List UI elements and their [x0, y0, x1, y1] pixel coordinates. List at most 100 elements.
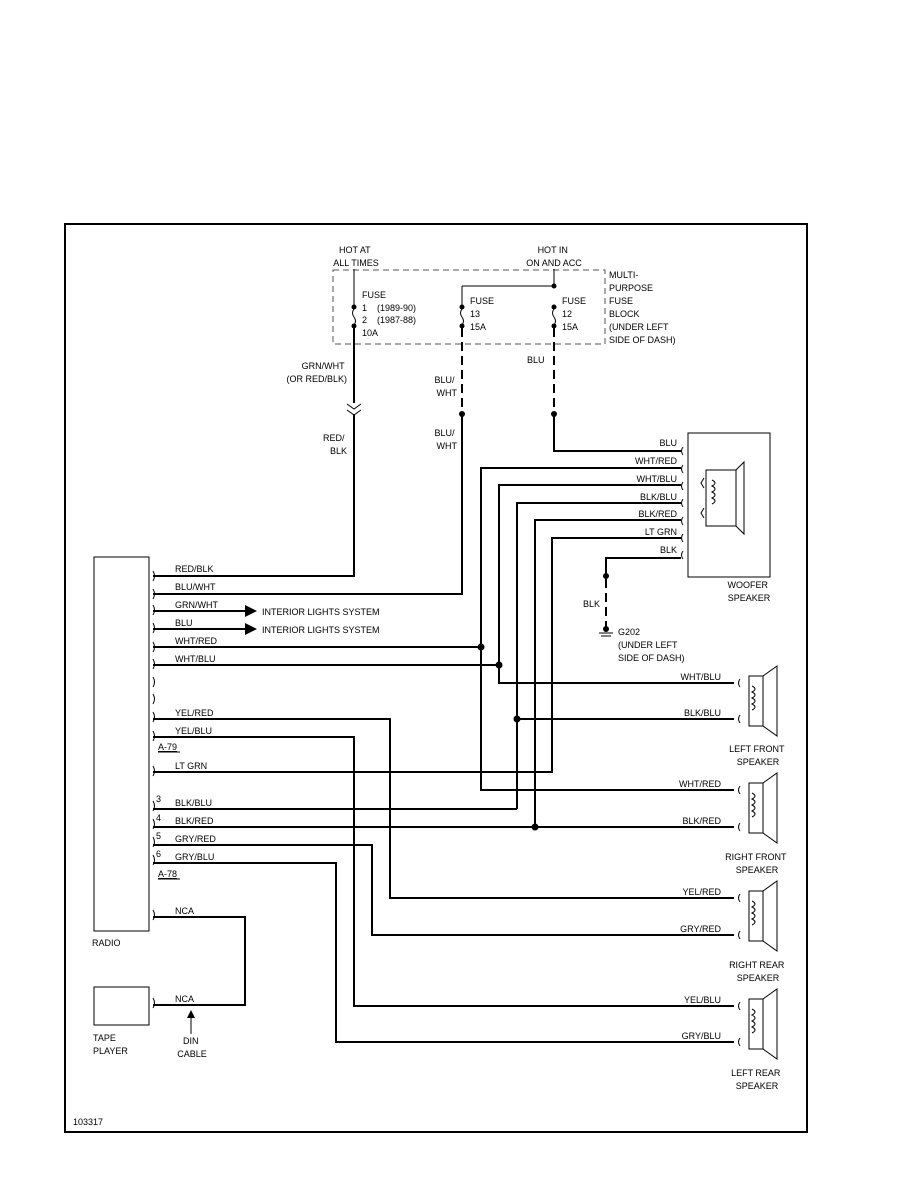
left-rear-speaker-icon: [738, 988, 778, 1060]
radio-pin-yel-red: YEL/RED: [175, 708, 214, 718]
radio-pin-yel-blu: YEL/BLU: [175, 726, 212, 736]
connector-a79: A-79: [158, 742, 177, 752]
wire-blu-wht: [153, 416, 463, 595]
fuse-a-symbol: [351, 304, 357, 329]
woofer-wire-label-blk-blu: BLK/BLU: [640, 492, 677, 502]
interior-lights-label-2: INTERIOR LIGHTS SYSTEM: [262, 625, 380, 635]
wire-wht-blu-woofer: [498, 484, 734, 684]
splice-blu-wht: [459, 411, 465, 417]
wire-wht-red-woofer: [480, 467, 734, 791]
wire-label-red-blk: RED/ BLK: [323, 433, 347, 456]
splice-wht-blu: [495, 661, 503, 669]
ground-label: G202 (UNDER LEFT SIDE OF DASH): [618, 627, 685, 663]
fuse-b-label: FUSE 13 15A: [470, 296, 497, 332]
lr-wire-label-2: GRY/BLU: [682, 1031, 721, 1041]
splice-blk-blu: [513, 715, 521, 723]
woofer-box: [687, 432, 771, 578]
connector-symbol: [346, 403, 362, 416]
fuse-block-outline: [332, 269, 606, 345]
wire-nca: [153, 916, 246, 1006]
splice-wht-red: [477, 643, 485, 651]
wire-lt-grn: [153, 537, 681, 773]
woofer-wire-label-wht-blu: WHT/BLU: [637, 474, 678, 484]
ground-icon: [599, 626, 613, 637]
woofer-terminals: [681, 446, 684, 560]
lr-wire-label-1: YEL/BLU: [684, 995, 721, 1005]
wire-label-blk-ground: BLK: [583, 599, 600, 609]
wire-label-blu-fuse: BLU: [527, 355, 545, 365]
radio-pin-lt-grn: LT GRN: [175, 761, 207, 771]
wire-label-grn-wht: GRN/WHT (OR RED/BLK): [286, 361, 347, 384]
rf-wire-label-1: WHT/RED: [679, 779, 721, 789]
wire-blk-red-woofer: [534, 519, 681, 827]
woofer-label: WOOFER SPEAKER: [727, 580, 770, 603]
wire-yel-red: [153, 718, 734, 899]
rr-wire-label-2: GRY/RED: [680, 924, 721, 934]
tape-player-label: TAPE PLAYER: [93, 1033, 128, 1056]
wire-blu-woofer: [553, 416, 681, 452]
splice-blk: [603, 573, 609, 579]
wire-label-blu-wht-2: BLU/ WHT: [434, 428, 457, 451]
radio-pin-red-blk: RED/BLK: [175, 564, 214, 574]
pin-number-5: 5: [156, 831, 161, 841]
diagram-frame: [64, 223, 808, 1133]
rr-wire-label-1: YEL/RED: [682, 887, 721, 897]
fuse-block-label: MULTI- PURPOSE FUSE BLOCK (UNDER LEFT SI…: [609, 270, 676, 345]
wire-label-blu-wht-1: BLU/ WHT: [434, 375, 457, 398]
wire-gry-red: [153, 844, 734, 936]
wire-blk-woofer: [605, 557, 681, 575]
pin-number-3: 3: [156, 794, 161, 804]
hot-in-on-acc-label: HOT IN ON AND ACC: [526, 245, 582, 268]
radio-pin-gry-red: GRY/RED: [175, 834, 216, 844]
fuse-c-symbol: [551, 304, 557, 329]
right-front-speaker-label: RIGHT FRONT SPEAKER: [725, 852, 789, 875]
arrow-icon: [245, 605, 257, 617]
radio-pin-wht-blu: WHT/BLU: [175, 654, 216, 664]
radio-pin-blk-red: BLK/RED: [175, 816, 214, 826]
radio-pin-blu-wht: BLU/WHT: [175, 582, 216, 592]
wire-blk-blu-woofer: [516, 502, 681, 809]
rf-wire-label-2: BLK/RED: [682, 816, 721, 826]
radio-pin-nca: NCA: [175, 906, 194, 916]
right-rear-speaker-label: RIGHT REAR SPEAKER: [729, 960, 787, 983]
splice-blu: [551, 411, 557, 417]
radio-pin-wht-red: WHT/RED: [175, 636, 217, 646]
right-front-speaker-icon: [738, 772, 778, 844]
woofer-wire-label-blu: BLU: [659, 438, 677, 448]
woofer-speaker-icon: [700, 460, 745, 536]
radio-pin-blk-blu: BLK/BLU: [175, 798, 212, 808]
woofer-wire-label-lt-grn: LT GRN: [645, 527, 677, 537]
splice-blk-red: [531, 823, 539, 831]
tape-player-box: [93, 986, 150, 1026]
pin-number-6: 6: [156, 849, 161, 859]
woofer-wire-label-blk-red: BLK/RED: [638, 509, 677, 519]
arrow-up-icon: [187, 1010, 195, 1018]
fuse-a-label: FUSE 1 (1989-90) 2 (1987-88) 10A: [362, 290, 419, 338]
figure-id: 103317: [73, 1117, 103, 1127]
arrow-icon: [245, 623, 257, 635]
wire-gry-blu: [153, 862, 734, 1043]
interior-lights-label-1: INTERIOR LIGHTS SYSTEM: [262, 607, 380, 617]
connector-a78: A-78: [158, 869, 177, 879]
radio-pin-grn-wht: GRN/WHT: [175, 600, 218, 610]
hot-at-all-times-label: HOT AT ALL TIMES: [333, 245, 379, 268]
left-front-speaker-label: LEFT FRONT SPEAKER: [729, 744, 787, 767]
wire-yel-blu: [153, 736, 734, 1007]
bus-junction: [551, 283, 557, 289]
radio-box: [93, 556, 150, 932]
woofer-wire-label-wht-red: WHT/RED: [635, 456, 677, 466]
tape-nca-label: NCA: [175, 994, 194, 1004]
radio-terminals: [152, 570, 155, 1009]
lf-wire-label-2: BLK/BLU: [684, 708, 721, 718]
left-front-speaker-icon: [738, 665, 778, 737]
pin-number-4: 4: [156, 813, 161, 823]
woofer-wire-label-blk: BLK: [660, 545, 677, 555]
wire-red-blk: [153, 414, 355, 577]
right-rear-speaker-icon: [738, 880, 778, 952]
din-cable-label: DIN CABLE: [177, 1036, 207, 1059]
left-rear-speaker-label: LEFT REAR SPEAKER: [731, 1068, 783, 1091]
radio-pin-blu: BLU: [175, 618, 193, 628]
lf-wire-label-1: WHT/BLU: [681, 672, 722, 682]
fuse-c-label: FUSE 12 15A: [562, 296, 589, 332]
